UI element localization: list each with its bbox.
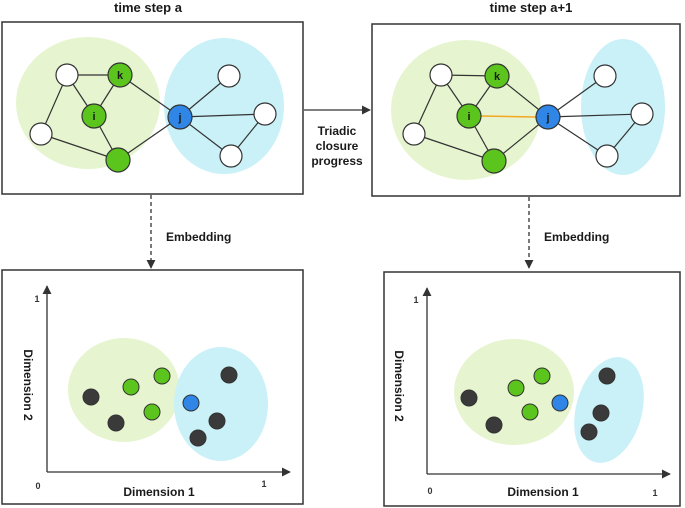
white-node: [253, 102, 277, 126]
gray-point: [220, 366, 238, 384]
white-node: [429, 63, 453, 87]
x-axis-label: Dimension 1: [123, 485, 195, 499]
origin-tick: 0: [35, 481, 40, 491]
new-edge-i-j: [480, 115, 537, 118]
embedding-points-a: [82, 366, 238, 447]
white-node: [217, 64, 241, 88]
gray-point: [460, 389, 478, 407]
green-point: [533, 367, 551, 385]
blue-point: [182, 394, 200, 412]
blue-community-region: [581, 39, 665, 175]
y-axis-label: Dimension 2: [392, 350, 406, 422]
y-axis-label: Dimension 2: [21, 349, 35, 421]
green-point: [153, 367, 171, 385]
green-point: [507, 379, 525, 397]
blue-community-region: [164, 38, 284, 174]
embedding-label-right: Embedding: [544, 230, 609, 244]
x-axis-label: Dimension 1: [507, 485, 579, 499]
green-node: [105, 147, 131, 173]
gray-point: [208, 412, 226, 430]
triadic-label-line-2: closure: [316, 139, 359, 153]
node-j-label: j: [177, 112, 181, 124]
white-node: [55, 63, 79, 87]
gray-point: [580, 423, 598, 441]
white-node: [402, 122, 426, 146]
green-point: [122, 378, 140, 396]
top-right-title: time step a+1: [490, 0, 573, 15]
embedding-points-a-plus-1: [460, 367, 616, 441]
embedding-label-left: Embedding: [166, 230, 231, 244]
green-community-region: [16, 37, 160, 169]
y-max-tick: 1: [413, 295, 418, 305]
node-j-label: j: [545, 112, 549, 124]
node-i: [81, 103, 107, 129]
white-node: [630, 102, 654, 126]
gray-point: [107, 414, 125, 432]
gray-point: [592, 404, 610, 422]
x-max-tick: 1: [652, 488, 657, 498]
graph-nodes-a-plus-1: [402, 63, 654, 174]
triadic-label-line-1: Triadic: [318, 124, 357, 138]
gray-point: [485, 416, 503, 434]
node-k-label: k: [117, 70, 124, 82]
gray-point: [189, 429, 207, 447]
green-point: [143, 403, 161, 421]
node-k: [107, 62, 133, 88]
graph-nodes-a: [29, 62, 277, 173]
node-j: [535, 104, 561, 130]
node-k-label: k: [494, 71, 501, 83]
blue-point: [551, 394, 569, 412]
node-k: [484, 63, 510, 89]
node-j: [167, 104, 193, 130]
top-left-title: time step a: [114, 0, 183, 15]
green-node: [481, 148, 507, 174]
node-i-label: i: [467, 111, 470, 123]
node-i: [456, 103, 482, 129]
white-node: [29, 122, 53, 146]
gray-point: [598, 367, 616, 385]
gray-point: [82, 388, 100, 406]
triadic-label-line-3: progress: [311, 154, 363, 168]
y-max-tick: 1: [34, 294, 39, 304]
node-i-label: i: [92, 111, 95, 123]
white-node: [595, 144, 619, 168]
x-max-tick: 1: [261, 479, 266, 489]
white-node: [593, 64, 617, 88]
green-point: [521, 403, 539, 421]
origin-tick: 0: [427, 486, 432, 496]
white-node: [219, 144, 243, 168]
